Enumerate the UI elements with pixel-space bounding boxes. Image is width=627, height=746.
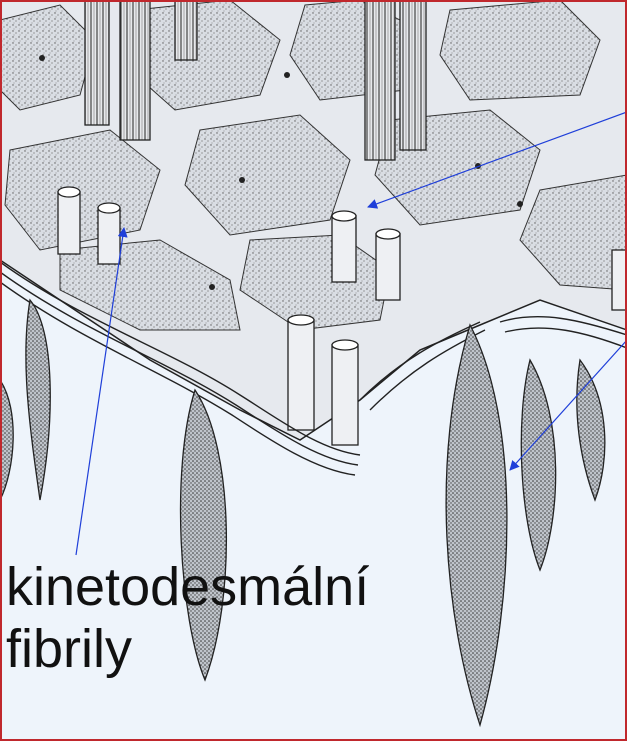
- label-line-2: fibrily: [6, 618, 369, 680]
- label-kinetodesmal-fibrils: kinetodesmální fibrily: [6, 556, 369, 680]
- label-line-1: kinetodesmální: [6, 556, 369, 618]
